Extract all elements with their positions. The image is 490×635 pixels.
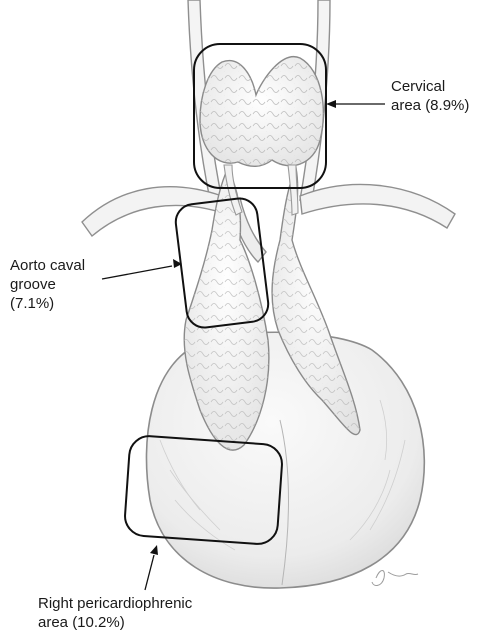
aorto-caval-groove-label: Aorto caval groove (7.1%) [10, 256, 85, 313]
cervical-area-label: Cervical area (8.9%) [391, 77, 469, 115]
cervical-gland [200, 57, 323, 167]
right-pericardiophrenic-label: Right pericardiophrenic area (10.2%) [38, 594, 192, 632]
artist-signature [372, 571, 418, 586]
brachiocephalic-vessels [82, 184, 455, 262]
